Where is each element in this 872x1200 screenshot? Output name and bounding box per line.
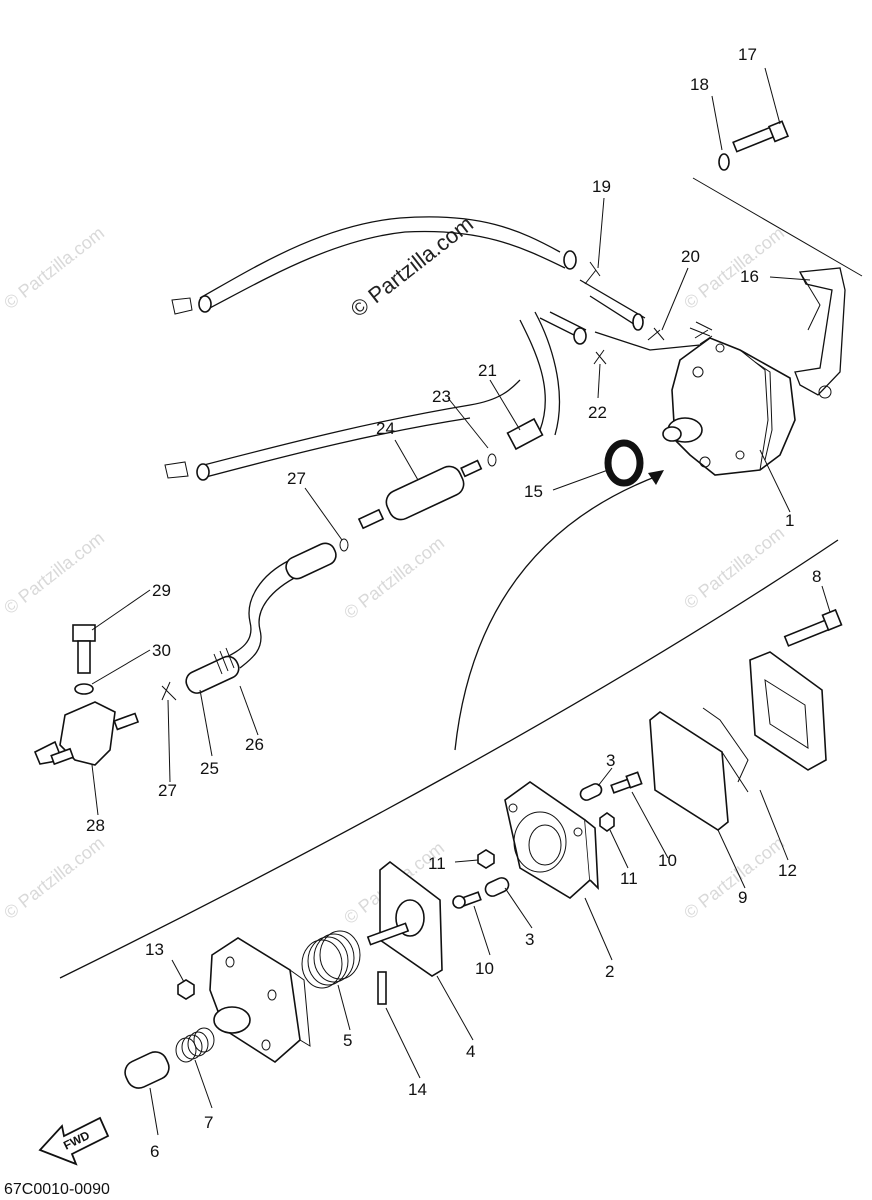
- washer-30: [74, 683, 94, 695]
- watermark: © Partzilla.com: [340, 533, 448, 623]
- watermark: © Partzilla.com: [680, 223, 788, 313]
- gasket-9: [649, 711, 729, 831]
- callout-9: 9: [738, 888, 747, 907]
- callout-20: 20: [681, 247, 700, 266]
- bolt-17: [732, 120, 790, 153]
- watermark: © Partzilla.com: [680, 833, 788, 923]
- pump-body-2: [504, 781, 599, 899]
- callout-17: 17: [738, 45, 757, 64]
- fwd-arrow: FWD: [38, 1116, 110, 1166]
- callout-3-upper: 3: [606, 751, 615, 770]
- callout-21: 21: [478, 361, 497, 380]
- callout-22: 22: [588, 403, 607, 422]
- callout-28: 28: [86, 816, 105, 835]
- callout-2: 2: [605, 962, 614, 981]
- fuel-joint-28: [33, 701, 140, 766]
- callout-5: 5: [343, 1031, 352, 1050]
- bolt-8: [783, 608, 843, 647]
- watermark: © Partzilla.com: [0, 833, 108, 923]
- callout-25: 25: [200, 759, 219, 778]
- fuel-hose-upper: [199, 216, 561, 299]
- watermark: © Partzilla.com: [0, 528, 108, 618]
- callout-3-lower: 3: [525, 930, 534, 949]
- callout-13: 13: [145, 940, 164, 959]
- pump-cover: [209, 937, 311, 1063]
- callout-11-left: 11: [428, 854, 446, 873]
- fuel-pump-1: [662, 329, 796, 476]
- bracket-16: [794, 267, 846, 396]
- callout-14: 14: [408, 1080, 427, 1099]
- watermark: © Partzilla.com: [680, 523, 788, 613]
- nut-13: [177, 979, 195, 1000]
- callout-16: 16: [740, 267, 759, 286]
- callout-29: 29: [152, 581, 171, 600]
- assembly-arrow-arc: [454, 474, 661, 751]
- callout-27-lower: 27: [158, 781, 177, 800]
- callout-8: 8: [812, 567, 821, 586]
- bolt-29: [72, 624, 96, 674]
- callout-30: 30: [152, 641, 171, 660]
- diaphragm-4: [366, 860, 443, 977]
- callout-15: 15: [524, 482, 543, 501]
- assembly-arrow-head: [648, 470, 664, 485]
- callout-12: 12: [778, 861, 797, 880]
- callout-1: 1: [785, 511, 794, 530]
- nut-11a: [477, 849, 495, 869]
- watermark: © Partzilla.com: [0, 223, 108, 313]
- callout-6: 6: [150, 1142, 159, 1161]
- callout-23: 23: [432, 387, 451, 406]
- callout-26: 26: [245, 735, 264, 754]
- callout-11-right: 11: [620, 869, 638, 888]
- leader-lines: [91, 67, 831, 1136]
- pin-14: [377, 971, 387, 1005]
- callout-labels: 17 18 19 20 16 21 23 22 24 27 15 1 8 29 …: [86, 45, 821, 1161]
- partzilla-watermark-main: © Partzilla.com: [346, 211, 478, 322]
- watermark-layer: © Partzilla.com © Partzilla.com © Partzi…: [0, 211, 788, 928]
- screw-10b: [452, 891, 482, 909]
- washer-18: [718, 153, 730, 171]
- plunger-6: [124, 1051, 170, 1089]
- o-ring-15: [604, 439, 644, 487]
- callout-10-right: 10: [658, 851, 677, 870]
- nut-11b: [599, 812, 615, 832]
- callout-24: 24: [376, 419, 395, 438]
- callout-7: 7: [204, 1113, 213, 1132]
- fuel-filter-24: [357, 459, 483, 530]
- spring-5: [301, 930, 361, 989]
- spring-7: [175, 1027, 215, 1063]
- screw-10a: [610, 771, 643, 794]
- callout-19: 19: [592, 177, 611, 196]
- callout-4: 4: [466, 1042, 475, 1061]
- callout-27-upper: 27: [287, 469, 306, 488]
- callout-18: 18: [690, 75, 709, 94]
- callout-10-left: 10: [475, 959, 494, 978]
- divider-line: [59, 539, 839, 979]
- diagram-code: 67C0010-0090: [4, 1181, 110, 1198]
- cover-12: [749, 651, 827, 771]
